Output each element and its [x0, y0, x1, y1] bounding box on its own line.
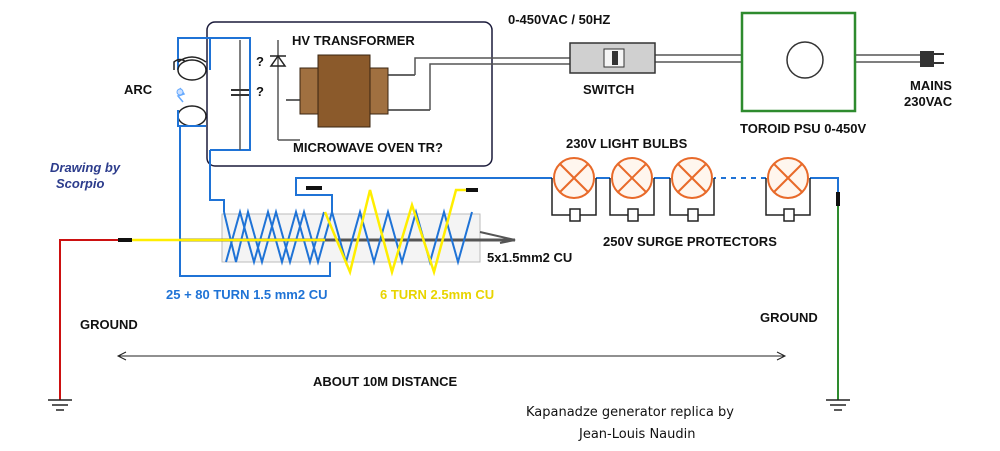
- bulbs-label: 230V LIGHT BULBS: [566, 136, 688, 151]
- voltage-label: 0-450VAC / 50HZ: [508, 12, 610, 27]
- surge-label: 250V SURGE PROTECTORS: [603, 234, 777, 249]
- hv-transformer-label: HV TRANSFORMER: [292, 33, 415, 48]
- transformer-symbol: [286, 54, 430, 128]
- left-ground-wire: [59, 239, 118, 400]
- footer-line-1: Kapanadze generator replica by: [526, 405, 734, 420]
- credit-line-1: Drawing by: [50, 160, 121, 175]
- mains-label-2: 230VAC: [904, 94, 953, 109]
- distance-label: ABOUT 10M DISTANCE: [313, 374, 458, 389]
- cable-label: 5x1.5mm2 CU: [487, 250, 572, 265]
- mains-label-1: MAINS: [910, 78, 952, 93]
- microwave-label: MICROWAVE OVEN TR?: [293, 140, 443, 155]
- mains-plug-icon: [920, 51, 944, 67]
- distance-arrow: [116, 351, 787, 361]
- yellow-coil: [125, 188, 466, 277]
- toroid-psu-symbol: [740, 11, 857, 113]
- ground-label-left: GROUND: [80, 317, 138, 332]
- cap-question: ?: [256, 84, 264, 99]
- blue-coil: [179, 126, 473, 277]
- surge-protectors: [551, 178, 811, 222]
- switch-label: SWITCH: [583, 82, 634, 97]
- hv-transformer-box: [206, 21, 493, 167]
- footer-line-2: Jean-Louis Naudin: [578, 427, 696, 442]
- right-ground-icon: [826, 399, 850, 411]
- arc-gap-symbol: [173, 56, 207, 127]
- switch-symbol: [569, 42, 656, 74]
- credit-line-2: Scorpio: [56, 176, 104, 191]
- cable-end: [479, 231, 516, 244]
- bulb-chain-wire: [596, 177, 839, 205]
- blue-coil-inner: [225, 208, 325, 266]
- light-bulb-2: [611, 157, 653, 199]
- mains-wires: [414, 54, 920, 110]
- toroid-label: TOROID PSU 0-450V: [740, 121, 867, 136]
- bulb-feed-wire: [295, 177, 552, 190]
- light-bulb-3: [671, 157, 713, 199]
- diode-symbol: [269, 40, 300, 141]
- ground-label-right: GROUND: [760, 310, 818, 325]
- capacitor-symbol: [231, 89, 249, 96]
- diode-question: ?: [256, 54, 264, 69]
- yellow-coil-label: 6 TURN 2.5mm CU: [380, 287, 494, 302]
- hv-wire-loop: [177, 37, 251, 151]
- arc-label: ARC: [124, 82, 153, 97]
- blue-coil-label: 25 + 80 TURN 1.5 mm2 CU: [166, 287, 327, 302]
- light-bulb-4: [767, 157, 809, 199]
- left-ground-icon: [48, 399, 72, 411]
- light-bulb-1: [553, 157, 595, 199]
